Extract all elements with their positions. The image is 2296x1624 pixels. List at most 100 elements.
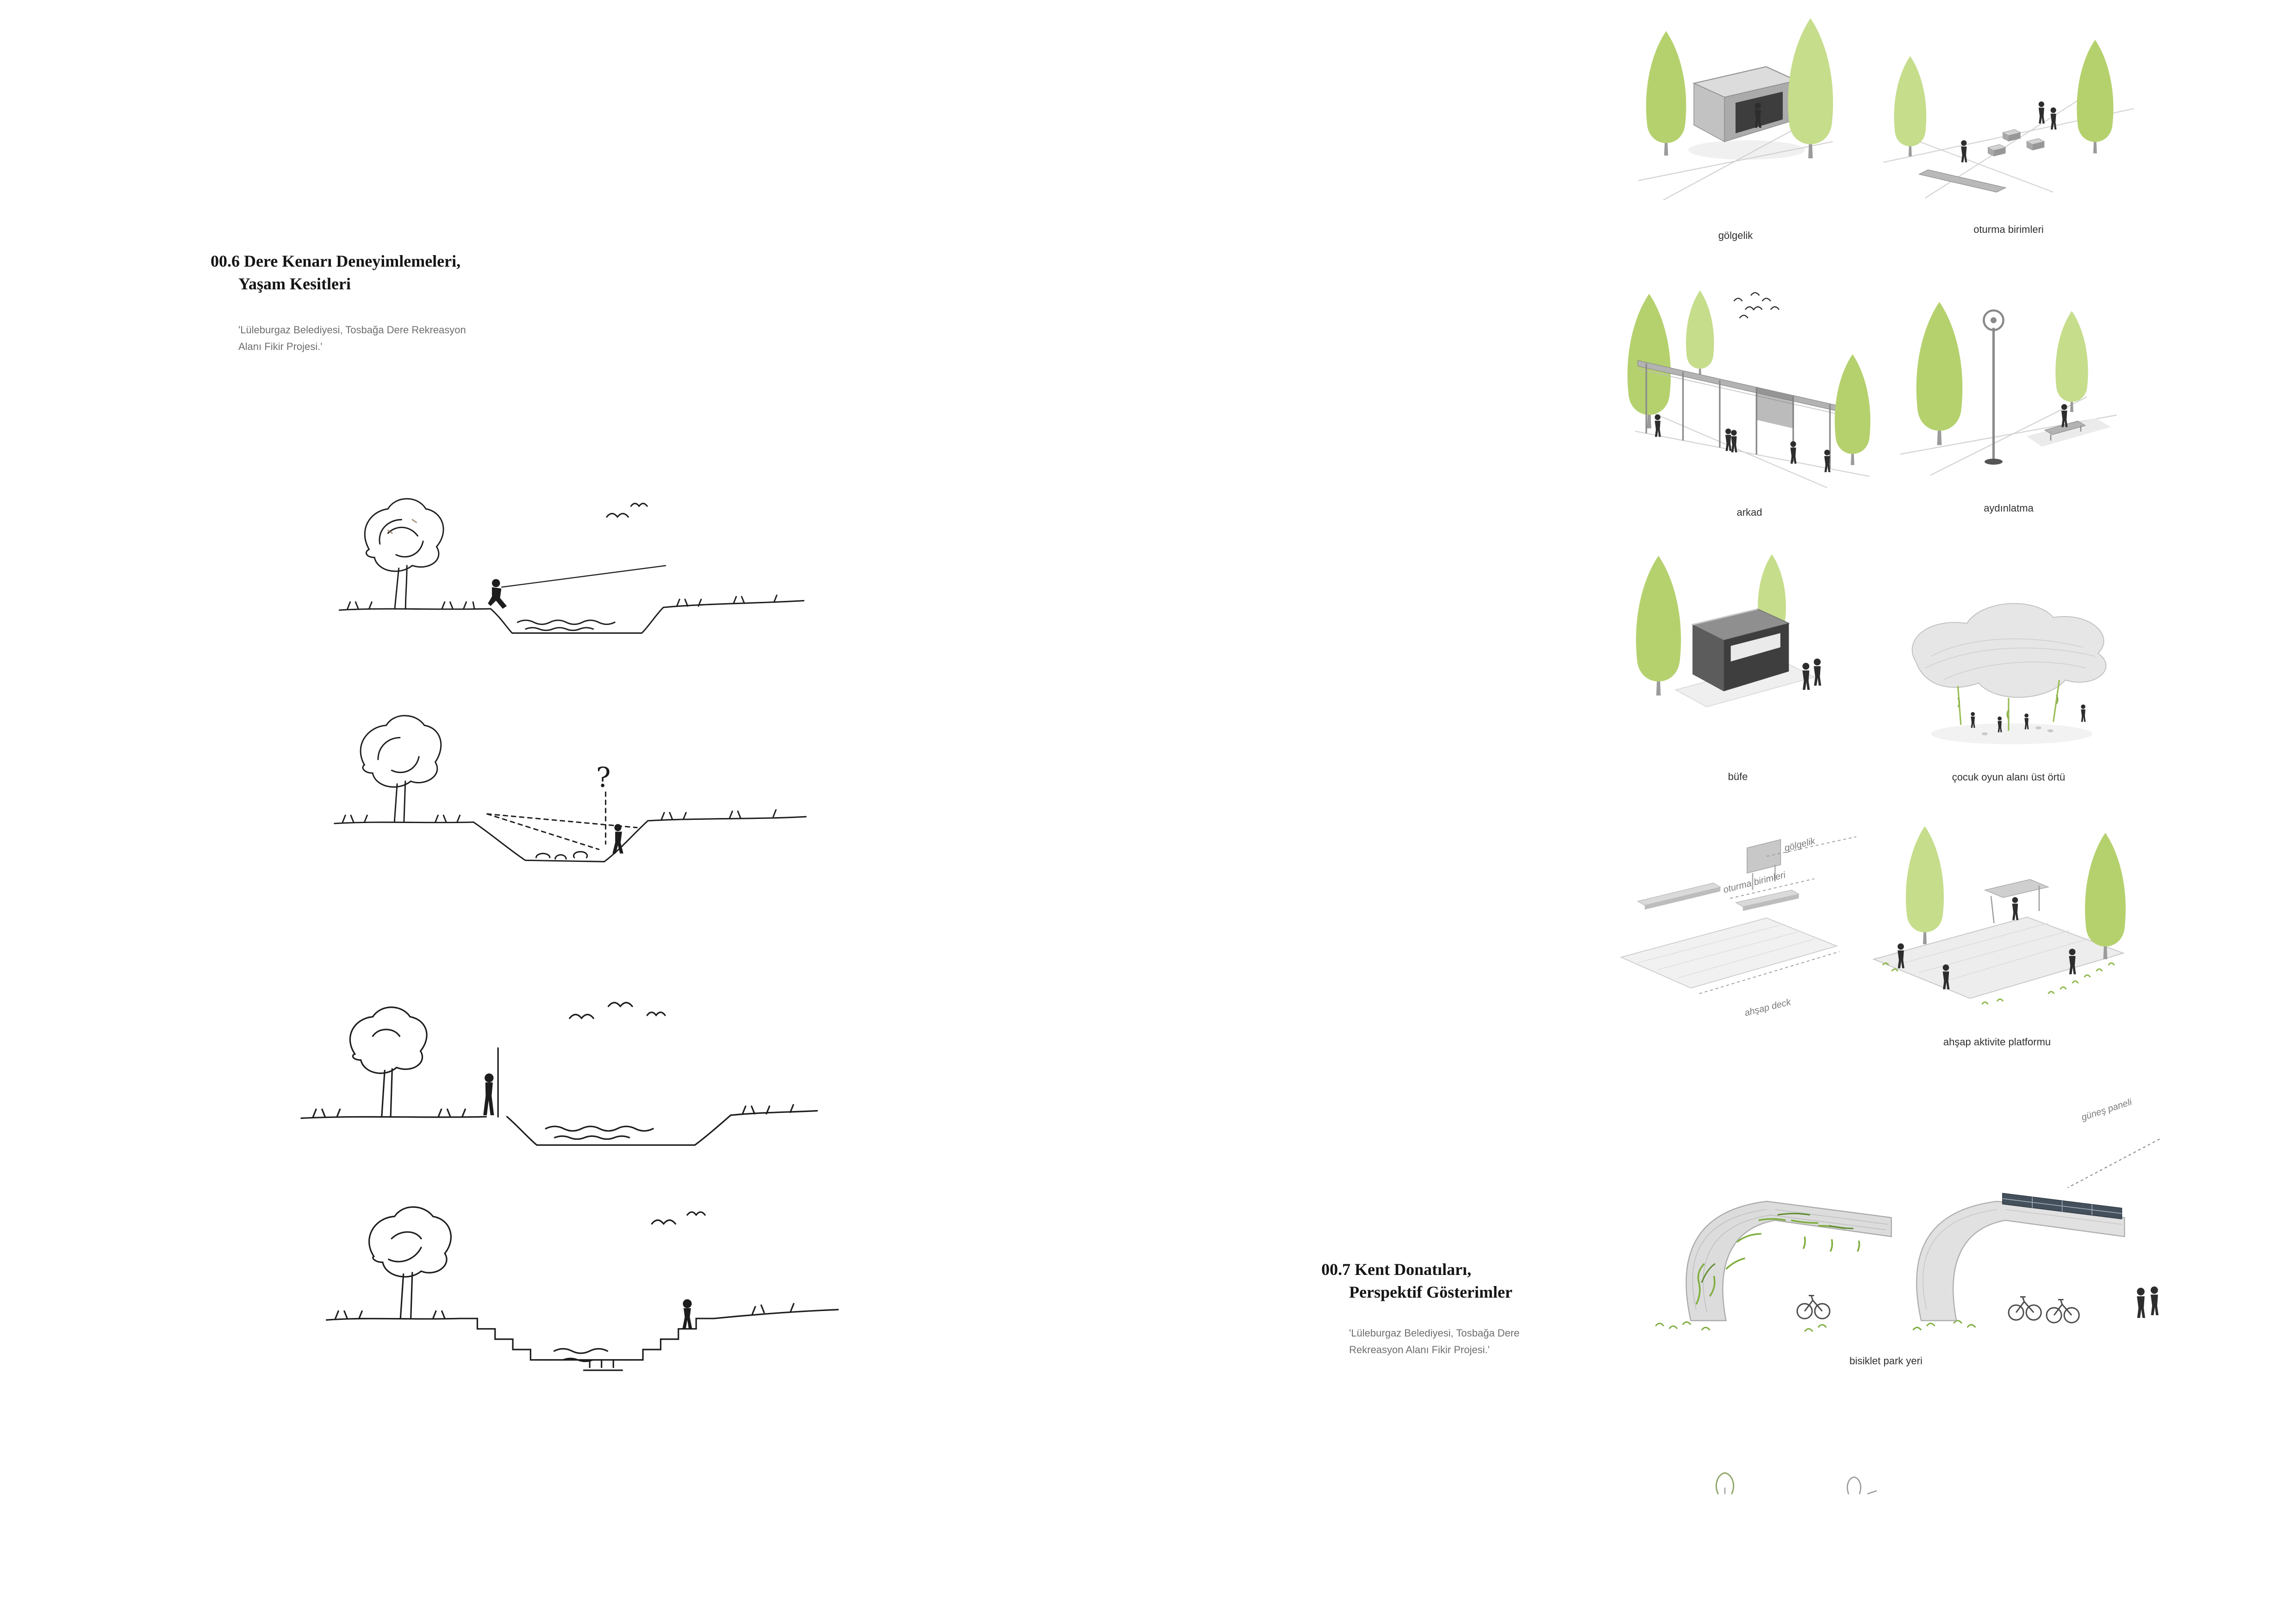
- seat-cube-icon: [1987, 144, 2007, 157]
- person-icon: [1725, 428, 1732, 451]
- oturma-birimleri-illustration: [1883, 39, 2134, 199]
- cocuk-oyun-illustration: [1911, 603, 2107, 744]
- tree-icon: [2077, 39, 2114, 154]
- section-subtitle-006: 'Lüleburgaz Belediyesi, Tosbağa Dere Rek…: [238, 322, 466, 355]
- ground-lines: [1900, 396, 2117, 476]
- person-icon: [2012, 897, 2019, 920]
- play-pebbles: [1982, 726, 2053, 736]
- sketch-person-icon: [682, 1299, 692, 1329]
- person-icon: [1814, 658, 1822, 686]
- stream-section-sketch-4: [315, 1174, 847, 1410]
- ground-lines: [1638, 125, 1833, 200]
- tree-icon: [1646, 31, 1686, 156]
- stream-section-sketch-1-illustration: [338, 498, 805, 634]
- tree-icon: [1894, 56, 1927, 156]
- person-icon: [1731, 430, 1737, 453]
- stream-section-sketch-1: [329, 479, 815, 682]
- person-icon: [2081, 704, 2086, 722]
- section-006-subtitle-line1: 'Lüleburgaz Belediyesi, Tosbağa Dere Rek…: [238, 324, 466, 336]
- bicycle-icon: [2008, 1296, 2042, 1321]
- diagram-cell-arkad: arkad: [1615, 287, 1884, 518]
- section-006-title-line1: 00.6 Dere Kenarı Deneyimlemeleri,: [211, 252, 461, 270]
- sketch-person-icon: [488, 579, 507, 609]
- long-bench: [1918, 169, 2007, 193]
- grass-tufts: [1882, 962, 2115, 1005]
- diagram-cell-platform-axon: [1601, 817, 1860, 1041]
- shelter-module-vines: [1686, 1200, 1892, 1321]
- sketch-person-icon: [483, 1073, 494, 1115]
- diagram-caption-bisiklet: bisiklet park yeri: [1849, 1355, 1923, 1367]
- stream-section-sketch-3: [289, 968, 826, 1169]
- platform-slab: [1872, 916, 2125, 999]
- section-006-subtitle-line2: Alanı Fikir Projesi.': [238, 340, 323, 352]
- platform-axon-illustration: [1619, 836, 1857, 994]
- diagram-caption-bufe: büfe: [1728, 771, 1748, 783]
- section-007-title-line2: Perspektif Gösterimler: [1349, 1282, 1512, 1301]
- birds-icon: [606, 503, 648, 518]
- fishing-line: [501, 565, 666, 588]
- section-007-subtitle-line1: 'Lüleburgaz Belediyesi, Tosbağa Dere: [1349, 1327, 1520, 1339]
- person-icon: [2038, 101, 2045, 124]
- diagram-caption-aydinlatma: aydınlatma: [1984, 502, 2034, 514]
- vines: [1695, 1218, 1860, 1305]
- steps-left: [459, 1318, 546, 1361]
- section-007-subtitle-line2: Rekreasyon Alanı Fikir Projesi.': [1349, 1343, 1490, 1355]
- seat-cube-icon: [2002, 129, 2022, 143]
- diagram-cell-golgelik: gölgelik: [1624, 14, 1847, 242]
- tree-icon: [1636, 556, 1681, 696]
- bufe-illustration: [1636, 554, 1822, 707]
- arkad-illustration: [1627, 290, 1871, 488]
- person-icon: [1802, 662, 1810, 690]
- question-mark: ?: [596, 761, 611, 793]
- deck-slab: [1619, 917, 1838, 989]
- birds-icon: [569, 1002, 666, 1020]
- platform-canopy: [1984, 879, 2050, 924]
- tree-icon: [2085, 833, 2126, 959]
- tree-icon: [1788, 18, 1833, 159]
- lamp-post: [1983, 309, 2004, 465]
- solar-panels: [2002, 1193, 2122, 1219]
- person-icon: [2137, 1287, 2146, 1318]
- diagram-cell-cocuk-oyun: çocuk oyun alanı üst örtü: [1874, 579, 2143, 783]
- channel-line: [490, 606, 664, 634]
- kiosk-structure: [1691, 608, 1790, 692]
- bench-bars: [1637, 882, 1800, 911]
- tree-icon: [1835, 354, 1871, 465]
- shelter-module-solar: [1916, 1193, 2125, 1321]
- tree-icon: [1686, 290, 1714, 378]
- water-lines: [545, 1125, 654, 1140]
- canopy-legs: [1957, 680, 2060, 731]
- shade-structure: [1692, 66, 1798, 143]
- diagram-cell-ahsap-platform: ahşap aktivite platformu: [1847, 815, 2147, 1048]
- sketch-tree-icon: [349, 1006, 428, 1118]
- sketch-person-icon: [612, 824, 623, 854]
- rocks: [535, 851, 588, 860]
- ground-grass: [1655, 1320, 1976, 1332]
- diagram-caption-golgelik: gölgelik: [1718, 230, 1753, 241]
- person-icon: [1655, 414, 1661, 437]
- sketch-tree-icon: [368, 1206, 452, 1319]
- person-icon: [2150, 1286, 2159, 1315]
- ground-line: [338, 608, 492, 611]
- seat-cube-icon: [2026, 137, 2045, 151]
- shade-panel: [1747, 839, 1781, 890]
- diagram-cell-oturma-birimleri: oturma birimleri: [1874, 37, 2143, 236]
- person-icon: [1824, 450, 1830, 472]
- sight-lines: [486, 791, 638, 850]
- diagram-cell-bufe: büfe: [1624, 551, 1851, 783]
- bisiklet-illustration: [1655, 1138, 2160, 1332]
- ahsap-platform-illustration: [1872, 826, 2126, 1005]
- diagram-caption-ahsap-platform: ahşap aktivite platformu: [1943, 1036, 2051, 1048]
- birds-icon: [1733, 292, 1780, 319]
- tree-icon: [1916, 302, 1963, 445]
- channel-line: [473, 820, 649, 862]
- vine-drips: [1957, 694, 2059, 719]
- section-007-title-line1: 00.7 Kent Donatıları,: [1321, 1260, 1471, 1279]
- tree-icon: [1905, 826, 1944, 944]
- ground-lines: [1635, 411, 1870, 488]
- section-006-title-line2: Yaşam Kesitleri: [238, 274, 351, 293]
- birds-icon: [651, 1211, 706, 1225]
- water-lines: [516, 619, 616, 631]
- leader-lines: [1699, 836, 1857, 994]
- water-lines: [553, 1348, 609, 1362]
